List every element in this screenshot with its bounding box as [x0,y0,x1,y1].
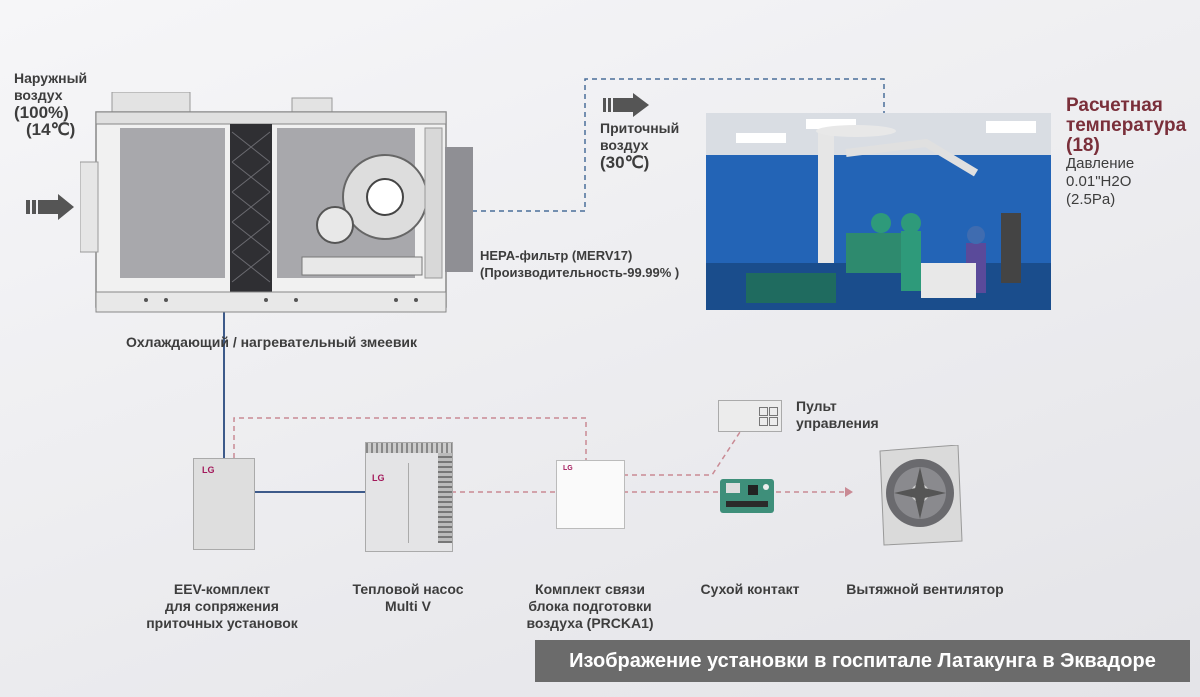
eev-kit-icon: LG [193,458,255,550]
supply-air-arrow-icon [603,93,649,117]
design-temp-line1: Расчетная [1066,95,1163,116]
hepa-filter-icon [445,147,473,272]
prcka-line2: блока подготовки [528,598,652,614]
pressure-line3: (2.5Pa) [1066,191,1116,208]
hepa-line2: (Производительность-99.99% ) [480,265,680,280]
outdoor-air-temp: (14℃) [26,120,76,139]
prcka-label: Комплект связи блока подготовки воздуха … [505,581,675,632]
pressure-line1: Давление [1066,155,1135,172]
hepa-line1: HEPA-фильтр (MERV17) [480,248,633,263]
supply-air-temp: (30℃) [600,153,650,172]
outdoor-air-label: Наружный воздух (100%) (14℃) [14,70,87,138]
supply-air-line2: воздух [600,137,649,153]
heat-pump-brand-logo: LG [372,473,385,483]
heatpump-label: Тепловой насос Multi V [330,581,486,615]
supply-duct-line [472,78,885,212]
outdoor-air-line2: воздух [14,87,63,103]
supply-air-line1: Приточный [600,120,680,136]
eev-line3: приточных установок [146,615,298,631]
hepa-label: HEPA-фильтр (MERV17) (Производительность… [480,247,679,281]
control-arrow [845,487,853,497]
prcka-line1: Комплект связи [535,581,645,597]
exhaust-fan-icon [879,445,963,546]
coil-label: Охлаждающий / нагревательный змеевик [126,334,418,350]
supply-air-label: Приточный воздух (30℃) [600,120,679,171]
heatpump-line2: Multi V [385,598,431,614]
exhaust-fan-label: Вытяжной вентилятор [846,581,1004,597]
design-temp-value: (18) [1066,135,1100,156]
heat-pump-icon: LG [365,442,453,552]
remote-controller-icon [718,400,782,432]
pressure-line2: 0.01"H2O [1066,173,1132,190]
pressure-label: Давление 0.01"H2O (2.5Pa) [1066,155,1134,209]
prcka-brand-logo: LG [563,465,573,472]
design-temp-line2: температура [1066,115,1187,136]
dry-contact-icon [720,479,774,513]
remote-line2: управления [796,415,879,431]
cooling-coil-icon [230,124,272,292]
control-line-remote [623,431,741,476]
outdoor-air-arrow-icon [26,194,74,220]
caption-bar: Изображение установки в госпитале Латаку… [535,640,1190,682]
eev-label: EEV-комплект для сопряжения приточных ус… [128,581,316,632]
remote-label: Пульт управления [796,398,879,432]
remote-line1: Пульт [796,398,837,414]
eev-line2: для сопряжения [165,598,279,614]
prcka-line3: воздуха (PRCKA1) [526,615,654,631]
eev-line1: EEV-комплект [173,581,271,597]
design-temp-label: Расчетная температура (18) [1066,96,1186,156]
air-handling-unit [80,92,473,313]
outdoor-air-percent: (100%) [14,103,69,122]
prcka-kit-icon: LG [556,460,625,529]
operating-room-photo [706,113,1051,310]
control-line-top [233,417,587,460]
dry-contact-label: Сухой контакт [700,581,800,597]
outdoor-air-line1: Наружный [14,70,88,86]
heatpump-line1: Тепловой насос [352,581,464,597]
eev-brand-logo: LG [202,465,215,475]
